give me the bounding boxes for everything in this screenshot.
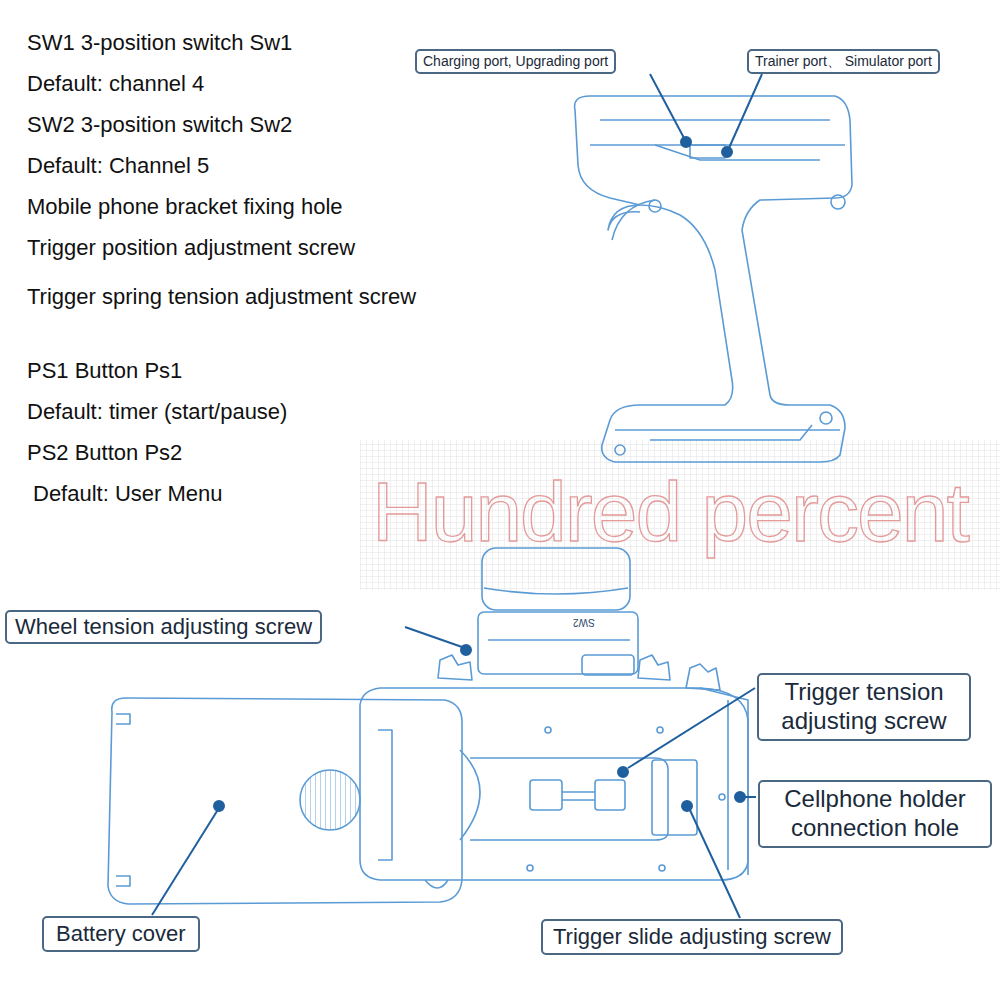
callout-box: Trainer port、 Simulator port: [747, 49, 940, 74]
callout-text: Trigger slide adjusting screw: [553, 924, 831, 950]
spec-text: PS1 Button Ps1: [27, 358, 182, 384]
spec-text: SW2 3-position switch Sw2: [27, 112, 292, 138]
callout-box: Battery cover: [42, 916, 200, 952]
spec-text: Default: User Menu: [33, 481, 223, 507]
callout-text: Trainer port、 Simulator port: [755, 53, 932, 70]
callout-box: Trigger tension adjusting screw: [757, 673, 971, 741]
callout-box: Wheel tension adjusting screw: [5, 610, 322, 644]
spec-text: SW1 3-position switch Sw1: [27, 30, 292, 56]
callout-text: Battery cover: [56, 921, 186, 947]
callout-box: Cellphone holder connection hole: [758, 780, 992, 848]
switch-label: SW2: [573, 616, 595, 628]
callout-text: Wheel tension adjusting screw: [15, 614, 312, 640]
callout-text: Cellphone holder connection hole: [766, 785, 984, 843]
callout-text: Trigger tension adjusting screw: [765, 678, 963, 736]
spec-text: Trigger position adjustment screw: [27, 235, 355, 261]
callout-text: Charging port, Upgrading port: [423, 53, 608, 70]
spec-text: Trigger spring tension adjustment screw: [27, 276, 422, 317]
watermark: Hundred percent: [372, 462, 968, 563]
spec-text: Default: Channel 5: [27, 153, 209, 179]
spec-text: PS2 Button Ps2: [27, 440, 182, 466]
callout-box: Charging port, Upgrading port: [415, 49, 616, 74]
callout-box: Trigger slide adjusting screw: [541, 919, 843, 955]
spec-text: Mobile phone bracket fixing hole: [27, 194, 343, 220]
spec-text: Default: timer (start/pause): [27, 399, 287, 425]
spec-text: Default: channel 4: [27, 71, 204, 97]
